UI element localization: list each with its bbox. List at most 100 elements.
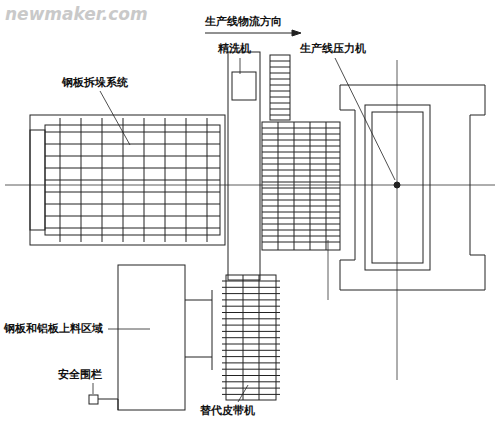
press-bed [365,105,430,270]
loading-post [212,290,213,370]
press-bolster [372,112,423,263]
roller [222,381,280,382]
roller [222,362,280,363]
loading-area [118,265,212,410]
roller [222,287,280,288]
roller [262,212,340,213]
flow-direction-label: 生产线物流方向 [205,15,282,28]
transfer-conveyor [262,122,340,250]
roller [262,164,340,165]
roller [222,356,280,357]
watermark: newmaker.com [5,4,148,24]
roller [262,200,340,201]
roller [262,170,340,171]
roller [262,236,340,237]
leader-lines [93,58,395,402]
stair-step [270,61,290,62]
roller [262,224,340,225]
leader-line [238,385,248,402]
part-label: 生产线压力机 [300,42,366,55]
roller [222,394,280,395]
press [340,85,485,290]
stair-step [270,73,290,74]
destacker-frame [30,115,225,245]
stair-step [270,79,290,80]
destacker-post [207,118,208,242]
arrow-head [292,30,301,36]
part-label: 精洗机 [218,42,251,55]
destacker-post [60,118,61,242]
roller [262,188,340,189]
stair-step [270,91,290,92]
center-lines [5,60,495,380]
roller [262,128,340,129]
flow-arrow [205,30,301,36]
alternate-belt-conveyor [222,275,280,400]
roller [222,325,280,326]
destacker-post [102,118,103,242]
roller [262,206,340,207]
roller [222,369,280,370]
arrow-line [205,33,292,34]
destacker-system [30,115,225,245]
conveyor-beam [294,122,295,250]
destacker-rail [45,228,220,229]
roller [262,158,340,159]
roller [222,318,280,319]
center-line [328,240,329,300]
press-outline [340,85,485,290]
roller [262,194,340,195]
roller [222,375,280,376]
roller [222,388,280,389]
roller [262,134,340,135]
part-label: 钢板拆垛系统 [62,76,128,89]
washer [228,52,260,280]
leader-line [108,329,150,330]
destacker-post [165,118,166,242]
leader-line [240,58,241,74]
stairs [270,55,290,120]
leader-line [93,383,94,394]
destacker-post [144,118,145,242]
conveyor-beam [326,122,327,250]
roller [222,337,280,338]
destacker-rail [45,144,220,145]
washer-body [228,52,260,280]
roller [262,152,340,153]
stair-step [270,97,290,98]
roller [222,344,280,345]
fence-post [89,395,98,404]
roller [262,230,340,231]
roller [262,242,340,243]
destacker-rail [45,180,220,181]
destacker-post [123,118,124,242]
conveyor-beam [278,122,279,250]
leader-line [100,91,130,145]
destacker-end [30,130,45,230]
roller [262,176,340,177]
conveyor-beam [259,275,260,400]
destacker-post [186,118,187,242]
destacker-rail [45,168,220,169]
part-label: 钢板和铝板上料区域 [4,322,103,335]
roller [222,306,280,307]
destacker-rail [45,132,220,133]
center-line [397,60,398,380]
stair-step [270,103,290,104]
roller [222,293,280,294]
roller [222,331,280,332]
center-line [5,185,495,186]
destacker-post [81,118,82,242]
conveyor-frame [262,122,340,250]
part-label: 替代皮带机 [200,404,255,417]
fence-line [98,399,118,410]
leader-line [335,58,395,180]
destacker-rail [45,156,220,157]
loading-rail [185,357,212,358]
roller [222,299,280,300]
destacker-rail [45,192,220,193]
roller [262,140,340,141]
roller [222,312,280,313]
conveyor-beam [310,122,311,250]
